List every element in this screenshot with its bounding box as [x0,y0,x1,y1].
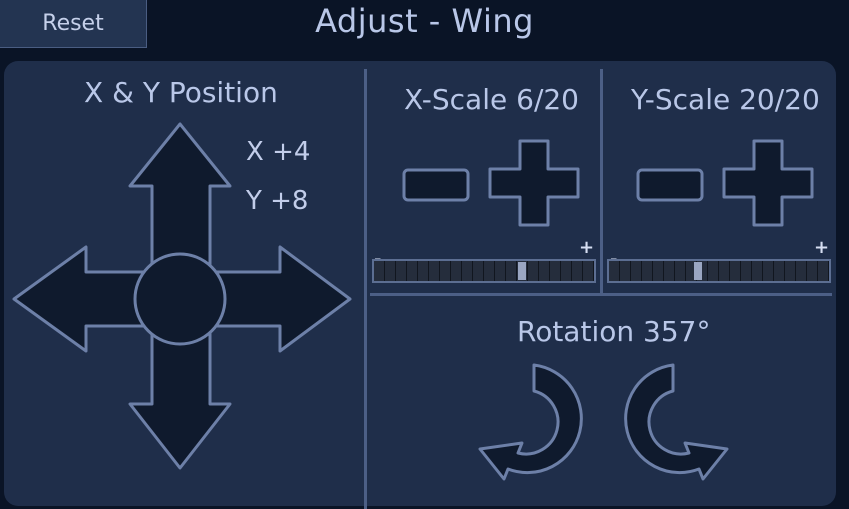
y-scale-slider-tick [741,261,752,281]
x-scale-slider-tick [407,261,418,281]
x-scale-slider-tick [561,261,572,281]
x-scale-slider-tick [539,261,550,281]
page-title: Adjust - Wing [315,2,534,40]
divider-rotation [370,293,832,296]
x-scale-slider-tick [484,261,495,281]
y-readout: Y +8 [246,186,309,216]
y-scale-slider-tick [697,261,708,281]
y-scale-slider-tick [730,261,741,281]
y-scale-slider[interactable] [607,259,831,283]
y-scale-slider-tick [620,261,631,281]
y-scale-slider-tick [664,261,675,281]
x-scale-slider-tick [462,261,473,281]
rotate-clockwise-icon[interactable] [476,361,592,481]
divider-left [364,69,367,509]
y-scale-minus-icon[interactable] [636,168,704,202]
center-button[interactable] [133,252,227,346]
x-scale-slider-tick [385,261,396,281]
x-scale-plus-icon[interactable] [488,139,580,227]
y-scale-slider-tick [763,261,774,281]
reset-button[interactable]: Reset [0,0,147,48]
x-scale-slider-tick [506,261,517,281]
y-scale-slider-knob[interactable] [694,262,702,280]
y-scale-slider-tick [675,261,686,281]
y-scale-slider-tick [708,261,719,281]
x-scale-minus-icon[interactable] [402,168,470,202]
dpad [12,122,352,470]
y-scale-slider-tick [785,261,796,281]
y-scale-plus-sign: + [814,237,830,258]
y-scale-slider-tick [719,261,730,281]
y-scale-slider-tick [631,261,642,281]
y-scale-slider-tick [752,261,763,281]
y-scale-slider-tick [818,261,829,281]
x-scale-slider-tick [440,261,451,281]
x-readout: X +4 [246,137,311,167]
x-scale-slider[interactable] [372,259,596,283]
x-scale-slider-tick [572,261,583,281]
x-scale-slider-tick [528,261,539,281]
y-scale-slider-tick [609,261,620,281]
divider-scales [600,69,603,293]
y-scale-slider-tick [796,261,807,281]
x-scale-plus-sign: + [579,237,595,258]
x-scale-slider-tick [418,261,429,281]
x-scale-slider-tick [429,261,440,281]
x-scale-slider-tick [451,261,462,281]
x-scale-slider-tick [473,261,484,281]
y-scale-slider-tick [653,261,664,281]
adjust-panel: X & Y Position X +4 Y +8 X-Scale 6/20 - … [4,61,836,509]
x-scale-slider-knob[interactable] [518,262,526,280]
y-scale-slider-tick [807,261,818,281]
y-scale-plus-icon[interactable] [722,139,814,227]
rotate-counterclockwise-icon[interactable] [615,361,731,481]
x-scale-slider-tick [583,261,594,281]
y-scale-title: Y-Scale 20/20 [631,83,820,116]
y-scale-slider-tick [774,261,785,281]
rotation-title: Rotation 357° [517,315,711,348]
x-scale-slider-tick [396,261,407,281]
x-scale-slider-tick [517,261,528,281]
x-scale-slider-tick [374,261,385,281]
x-scale-title: X-Scale 6/20 [404,83,579,116]
x-scale-slider-tick [550,261,561,281]
position-title: X & Y Position [84,76,278,109]
x-scale-slider-tick [495,261,506,281]
y-scale-slider-tick [642,261,653,281]
